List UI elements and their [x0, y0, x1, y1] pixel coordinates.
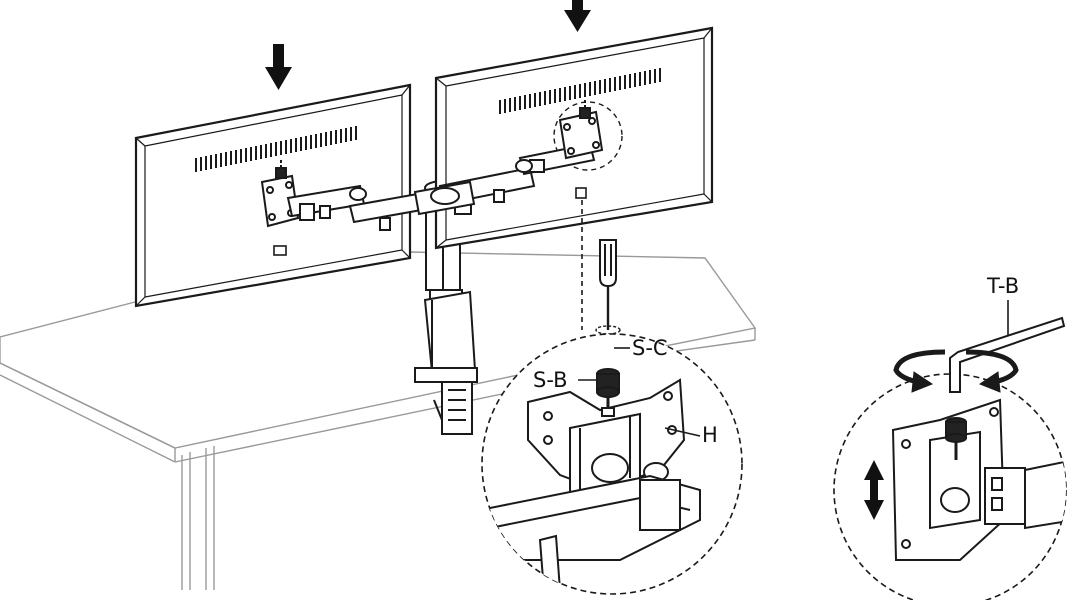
left-monitor-vents [195, 126, 357, 172]
hub [413, 180, 476, 216]
desk [0, 251, 757, 590]
desk-clamp [414, 290, 478, 435]
detail-circle-left [481, 333, 743, 595]
screw-b [596, 368, 620, 417]
screw-b-detail [945, 417, 967, 460]
label-hook: H [702, 423, 718, 447]
label-screw-c: S-C [632, 336, 668, 360]
rotate-arrow-icon [893, 349, 1019, 393]
right-arm [438, 100, 604, 215]
detail-circle-right [833, 373, 1067, 600]
label-screw-b: S-B [533, 368, 568, 392]
label-tool-b: T-B [987, 274, 1020, 298]
right-monitor-vents [499, 68, 661, 114]
allen-key-icon [949, 316, 1066, 393]
up-down-arrow-icon [864, 460, 884, 520]
down-arrow-icon [265, 44, 292, 90]
screwdriver-icon [595, 239, 621, 335]
label-leader-lines [578, 300, 1009, 437]
down-arrow-icon [564, 0, 591, 32]
